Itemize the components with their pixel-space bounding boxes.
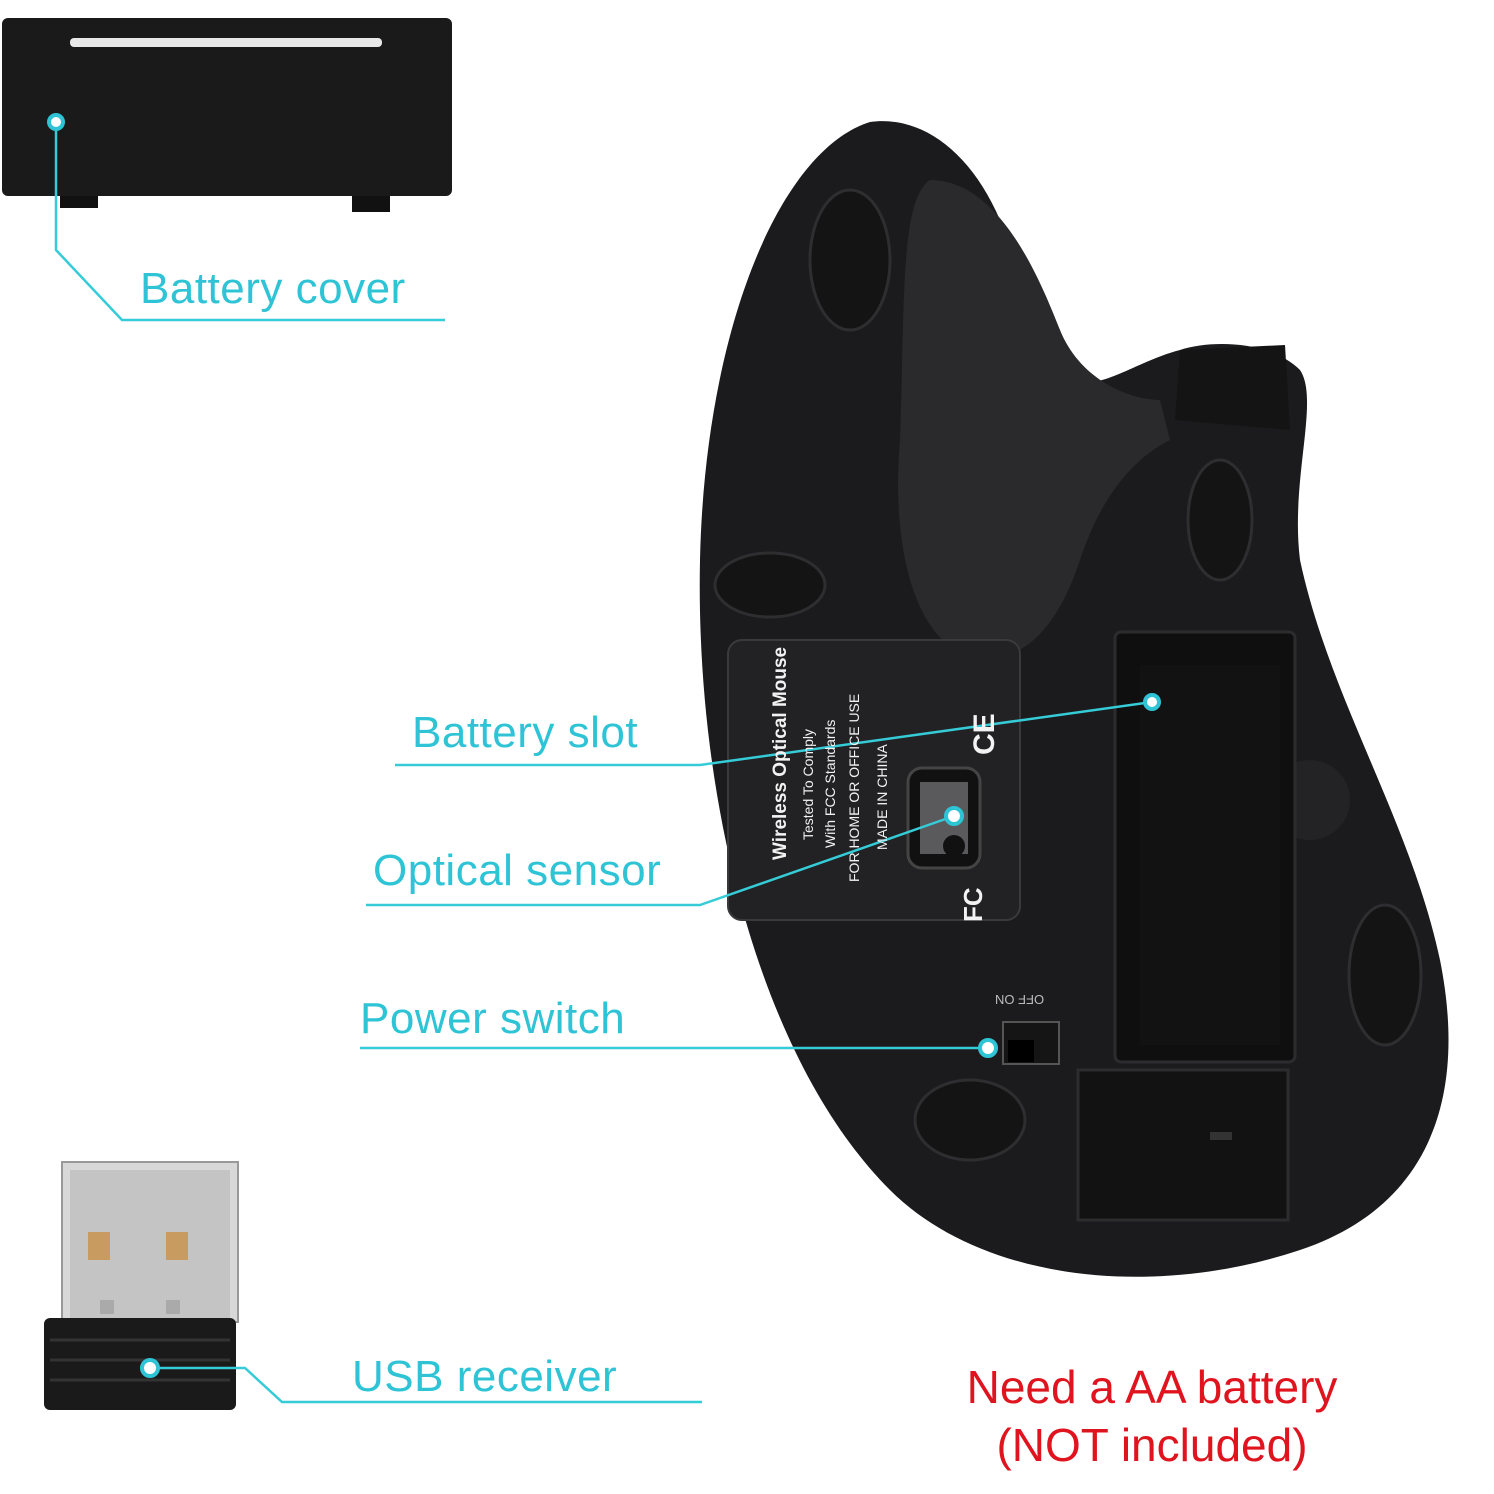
label-power-switch: Power switch — [360, 994, 626, 1043]
power-switch-label: OFF ON — [995, 992, 1045, 1007]
callout-dot-optical-sensor — [944, 806, 964, 826]
label-battery-slot: Battery slot — [412, 708, 639, 757]
callout-line-optical-sensor — [366, 814, 955, 907]
mouse-image — [699, 121, 1449, 1277]
battery-cover-image — [2, 18, 452, 212]
callout-line-battery-slot — [395, 700, 1153, 767]
ce-mark: CE — [968, 713, 1001, 755]
sticker-title: Wireless Optical Mouse — [770, 646, 791, 860]
callout-line-battery-cover — [54, 122, 445, 322]
sticker-line1: Tested To Comply — [800, 728, 816, 840]
sticker-line2: With FCC Standards — [822, 719, 838, 848]
callout-dots — [47, 113, 1161, 1378]
callout-lines — [54, 122, 1153, 1404]
callout-dot-battery-slot — [1143, 693, 1161, 711]
battery-note-line1: Need a AA battery — [966, 1361, 1338, 1413]
fcc-mark: FC — [958, 887, 988, 922]
label-battery-cover: Battery cover — [140, 264, 406, 313]
callout-dot-power-switch — [978, 1038, 998, 1058]
callout-dot-usb-receiver — [140, 1358, 160, 1378]
sticker-line3: FOR HOME OR OFFICE USE — [846, 693, 862, 882]
battery-note: Need a AA battery (NOT included) — [892, 1358, 1412, 1474]
battery-note-line2: (NOT included) — [996, 1419, 1308, 1471]
callout-dot-battery-cover — [47, 113, 65, 131]
callout-line-usb-receiver — [150, 1366, 702, 1404]
usb-receiver-image — [44, 1161, 239, 1410]
sticker-line4: MADE IN CHINA — [874, 744, 890, 850]
label-usb-receiver: USB receiver — [352, 1352, 618, 1401]
label-optical-sensor: Optical sensor — [373, 846, 662, 895]
